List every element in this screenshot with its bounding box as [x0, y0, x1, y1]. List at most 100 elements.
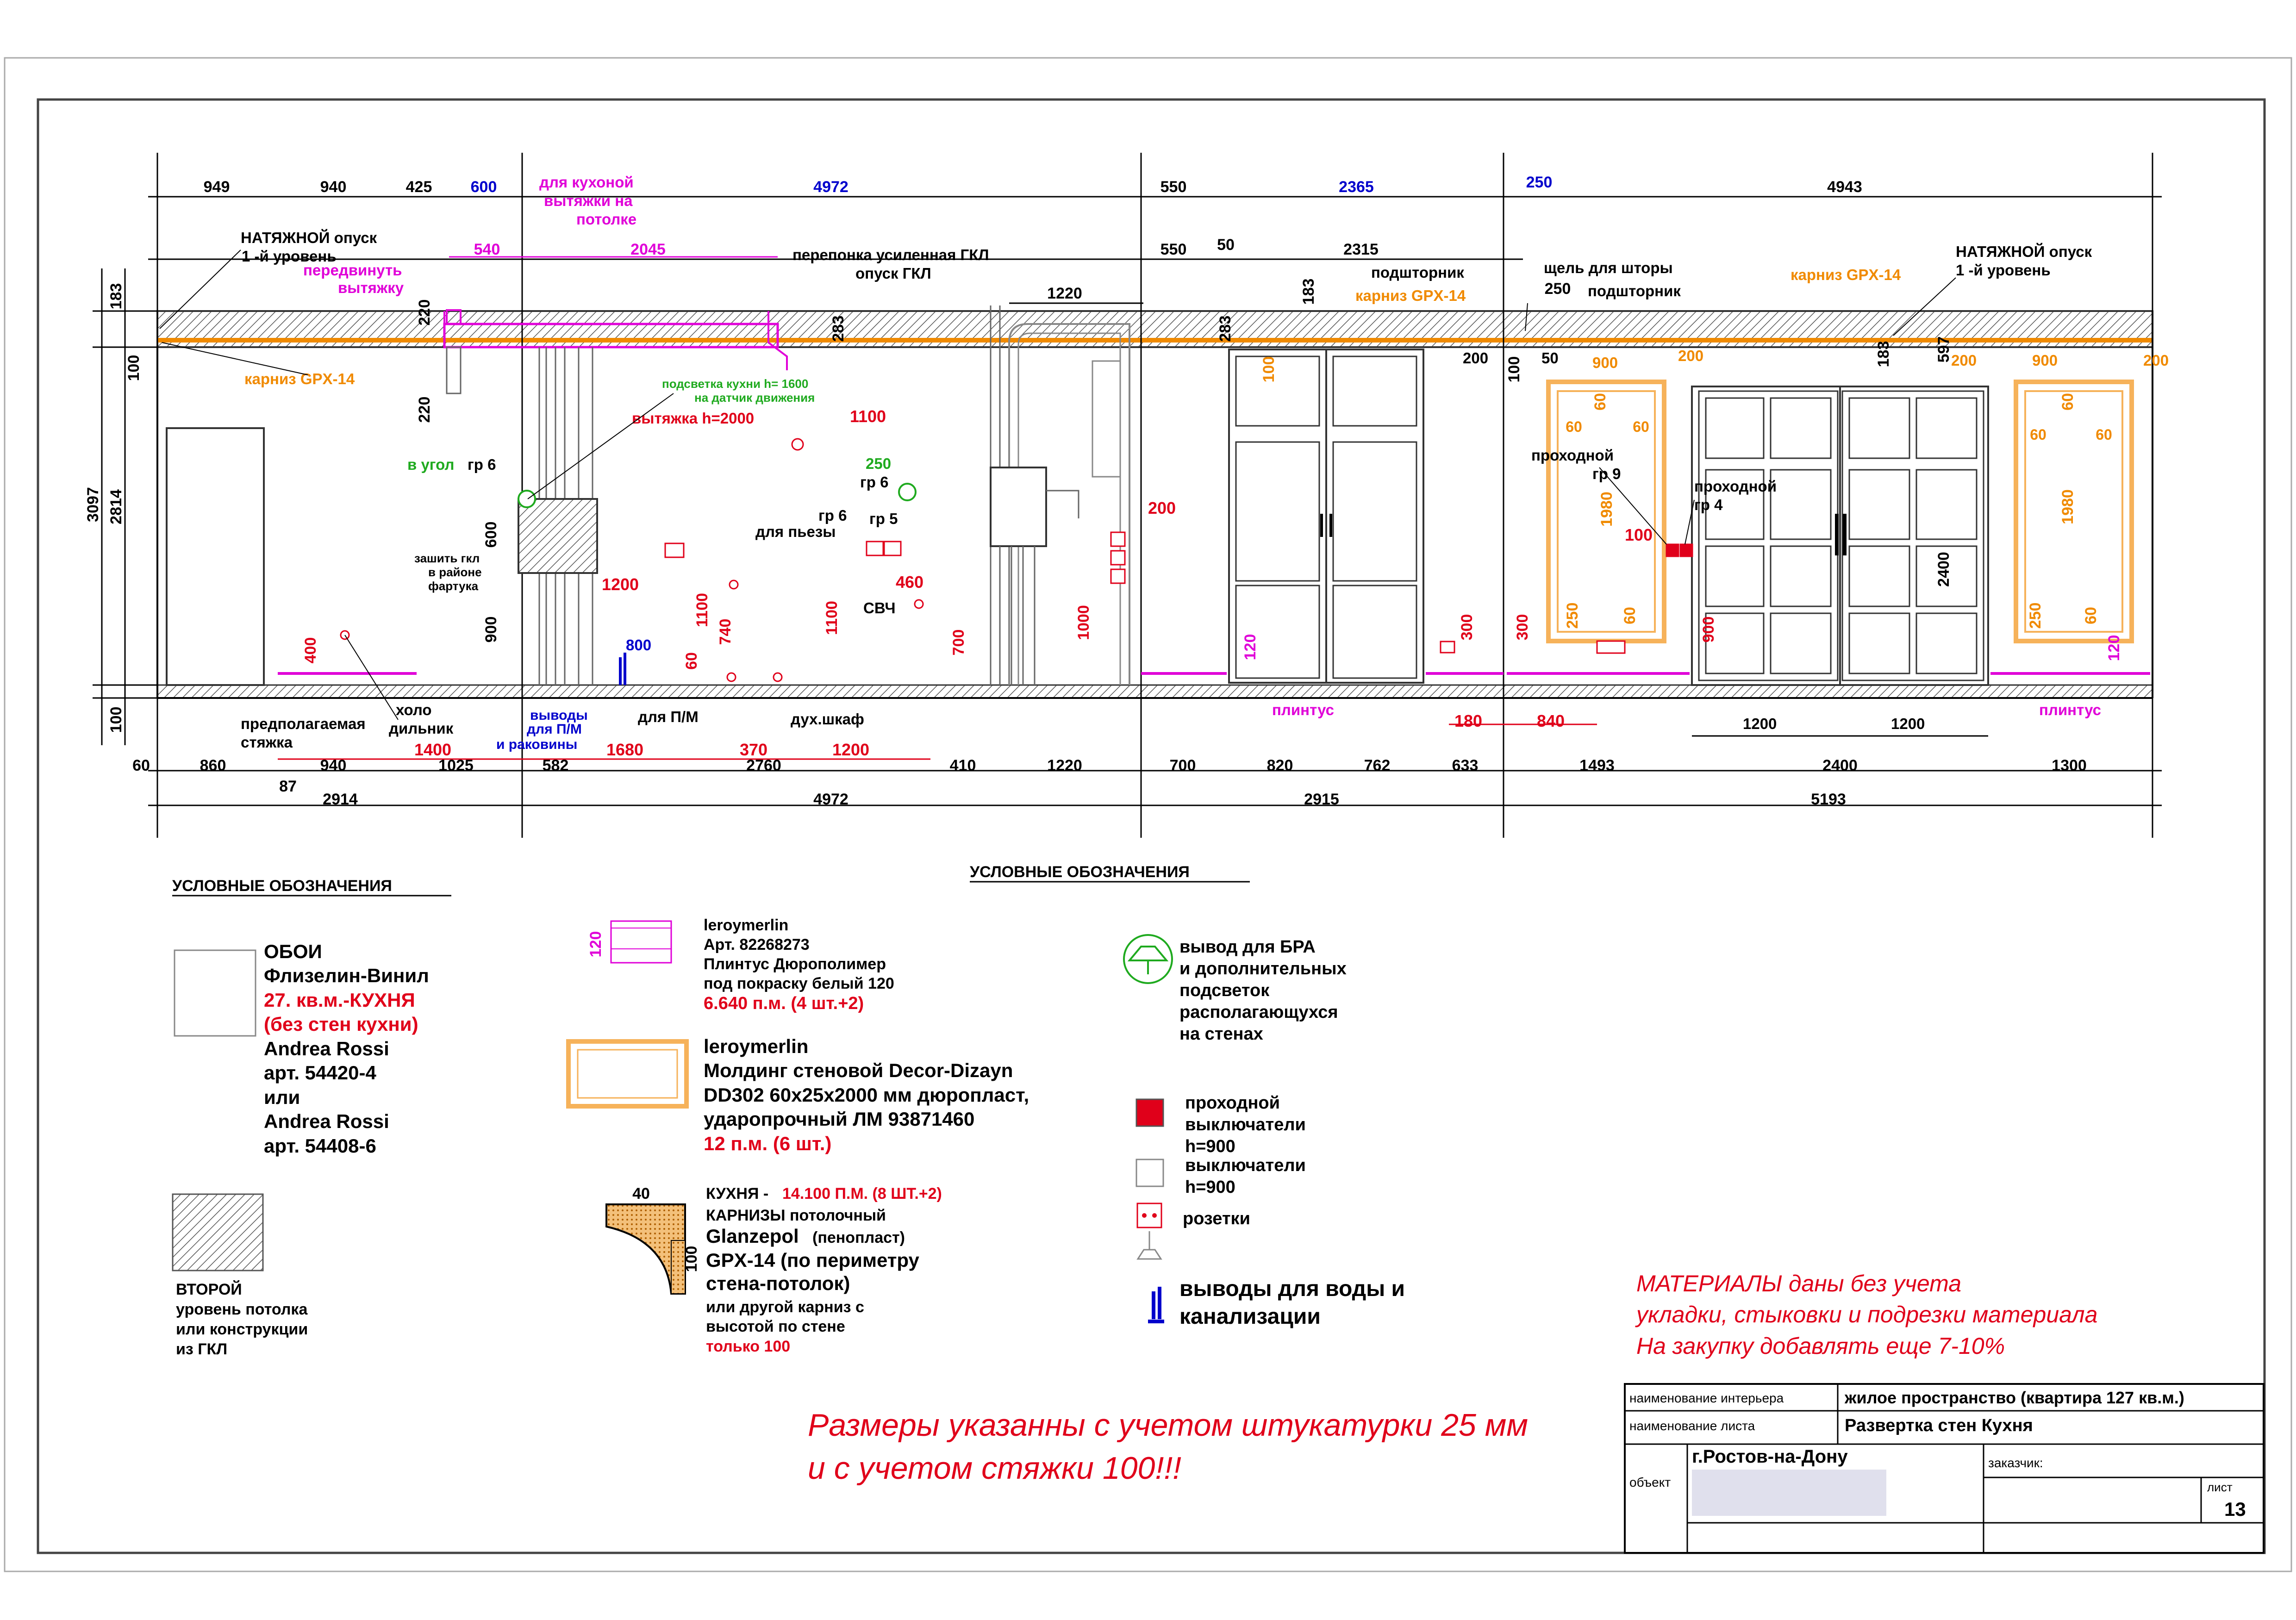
legend-mid-heading: УСЛОВНЫЕ ОБОЗНАЧЕНИЯ	[970, 863, 1190, 881]
label-podshtornik2: подшторник	[1588, 282, 1681, 299]
legend-or: или	[264, 1086, 300, 1108]
legend-water1: выводы для воды и	[1179, 1277, 1405, 1301]
label-stretch-left: НАТЯЖНОЙ опуск	[241, 229, 377, 246]
vdim-60d: 60	[2082, 607, 2100, 624]
dim-550b: 550	[1160, 241, 1187, 258]
hdim-60d: 60	[2096, 426, 2112, 443]
legend-cornice-only: только 100	[706, 1338, 790, 1355]
tb-object-label: объект	[1629, 1475, 1671, 1489]
legend-second4: из ГКЛ	[176, 1340, 227, 1358]
wallpaper-swatch	[174, 949, 256, 1037]
left-door	[166, 427, 265, 686]
water-outlet-icon	[1148, 1287, 1164, 1323]
dim-hood-540: 540	[474, 241, 500, 258]
legend-pass-sw1: проходной	[1185, 1093, 1280, 1113]
legend-cornice-qty: 14.100 П.М. (8 ШТ.+2)	[782, 1185, 942, 1203]
dim-bot-1025: 1025	[438, 757, 474, 774]
dim-red-1200a: 1200	[602, 575, 639, 594]
label-outlets1: выводы	[530, 708, 588, 723]
legend-plinth-qty: 6.640 п.м. (4 шт.+2)	[704, 994, 864, 1013]
vdim-100-mid: 100	[1260, 356, 1278, 383]
note-sizes2: и с учетом стяжки 100!!!	[808, 1451, 1181, 1486]
label-1200a: 1200	[1743, 715, 1777, 732]
dim-top-250: 250	[1526, 174, 1553, 191]
inner-frame	[37, 98, 2266, 1554]
note-materials3: На закупку добавлять еще 7-10%	[1636, 1333, 2005, 1359]
dim-bot-1493: 1493	[1579, 757, 1615, 774]
dim-bot-410: 410	[950, 757, 976, 774]
dim-hood-2045: 2045	[630, 241, 666, 258]
vdim-183c: 183	[1875, 341, 1892, 368]
label-green-250: 250	[866, 455, 891, 472]
plinth-symbol	[610, 920, 672, 964]
vdim-220a: 220	[416, 299, 433, 326]
dim-top-949: 949	[204, 178, 230, 196]
vdim-283a: 283	[830, 316, 847, 342]
legend-cornice-100: 100	[683, 1246, 700, 1272]
note-sizes1: Размеры указанны с учетом штукатурки 25 …	[808, 1408, 1528, 1443]
legend-left-heading: УСЛОВНЫЕ ОБОЗНАЧЕНИЯ	[172, 877, 392, 895]
hdim-60a: 60	[1566, 418, 1582, 435]
legend-molding-spec: DD302 60х25х2000 мм дюропласт,	[704, 1084, 1029, 1106]
label-200b: 200	[1678, 347, 1703, 364]
legend-plinth-120: 120	[587, 931, 605, 958]
dim-bot-5193: 5193	[1811, 791, 1846, 808]
label-gr6-a: гр 6	[860, 474, 888, 491]
legend-sockets: розетки	[1183, 1209, 1250, 1228]
vdim-3097: 3097	[84, 487, 102, 522]
vdim-250a: 250	[1564, 603, 1581, 629]
wall-elevation	[93, 153, 2162, 838]
legend-art1: арт. 54420-4	[264, 1062, 376, 1084]
label-50b: 50	[1541, 349, 1559, 367]
top-dimension-lines	[148, 196, 2162, 304]
label-sew-gkl3: фартука	[428, 579, 479, 593]
label-for-pm: для П/М	[638, 708, 699, 725]
dim-red-1100: 1100	[850, 407, 886, 426]
electric-points	[340, 438, 1693, 685]
label-pass-gr9-a: проходной	[1531, 447, 1614, 464]
dim-bot-1220: 1220	[1047, 757, 1082, 774]
label-membrane1: перепонка усиленная ГКЛ	[792, 246, 989, 263]
tb-interior-value: жилое пространство (квартира 127 кв.м.)	[1844, 1388, 2184, 1407]
legend-cornice-alt: или другой карниз с	[706, 1298, 864, 1316]
legend-cornice-40: 40	[632, 1185, 650, 1203]
vdim-60c: 60	[1621, 607, 1639, 624]
label-svch: СВЧ	[863, 599, 896, 617]
dim-1220-top: 1220	[1047, 285, 1082, 302]
label-for-hood1: для кухоной	[539, 174, 634, 191]
legend-art2: арт. 54408-6	[264, 1135, 376, 1157]
boiler	[990, 467, 1047, 547]
label-pass-gr4-b: гр 4	[1694, 496, 1723, 513]
vdim-183: 183	[107, 283, 125, 310]
legend-bra3: подсветок	[1179, 981, 1270, 1000]
vdim-100-bot: 100	[107, 707, 125, 733]
dim-bot-1300: 1300	[2052, 757, 2087, 774]
label-move-hood2: вытяжку	[338, 279, 404, 296]
legend-bra4: располагающухся	[1179, 1003, 1338, 1022]
legend-pass-sw2: выключатели	[1185, 1115, 1306, 1134]
label-1200b: 1200	[1891, 715, 1925, 732]
double-door-middle	[1228, 349, 1424, 684]
molding-symbol	[566, 1039, 689, 1109]
vdim-120b: 120	[2105, 635, 2123, 661]
legend-molding-qty: 12 п.м. (6 шт.)	[704, 1133, 831, 1154]
vdim-red-1100b: 1100	[823, 601, 841, 635]
label-curtain-gap: щель для шторы	[1544, 259, 1673, 276]
dim-bot-820: 820	[1267, 757, 1293, 774]
dim-top-600: 600	[471, 178, 497, 196]
dim-red-1200b: 1200	[832, 740, 869, 759]
bottom-dimension-lines	[148, 723, 2162, 806]
dim-red-100: 100	[1625, 525, 1653, 544]
label-blue-800: 800	[626, 636, 651, 654]
legend-wallpaper-qty: 27. кв.м.-КУХНЯ	[264, 989, 415, 1011]
legend-sw1: выключатели	[1185, 1156, 1306, 1175]
gkl-box	[518, 498, 598, 574]
legend-molding-name: Молдинг стеновой Decor-Dizayn	[704, 1059, 1013, 1081]
label-900a: 900	[1592, 354, 1618, 371]
vdim-183b: 183	[1300, 279, 1317, 305]
legend-bra5: на стенах	[1179, 1024, 1263, 1044]
dim-red-1680: 1680	[606, 740, 643, 759]
socket-icon	[1136, 1203, 1162, 1260]
bra-outlet-icon	[1123, 934, 1173, 984]
dim-2315: 2315	[1343, 241, 1379, 258]
